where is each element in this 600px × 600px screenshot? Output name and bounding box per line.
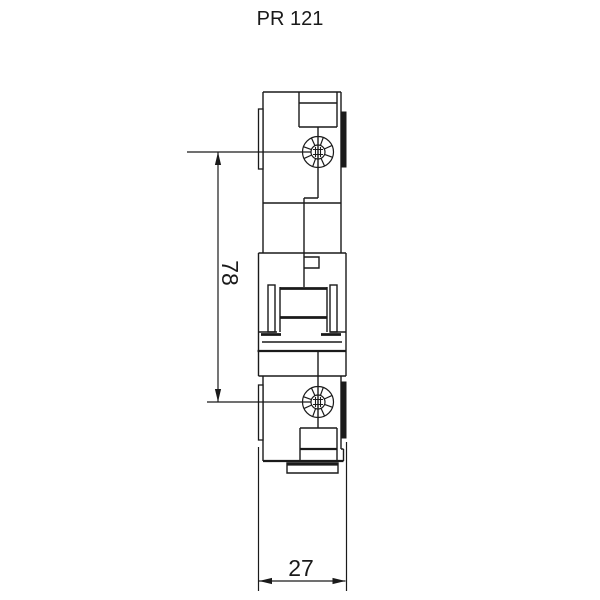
top-terminal-block — [298, 92, 338, 128]
bottom-terminal-block — [299, 427, 338, 461]
mounting-clip-bottom-right — [340, 381, 347, 439]
mounting-clip-bottom-left — [257, 384, 264, 441]
mounting-clip-top-left — [257, 108, 264, 170]
centerline-notch — [304, 256, 320, 269]
dimension-mounting-screw-spacing: 78 — [187, 151, 311, 403]
toggle-handle — [279, 287, 328, 332]
toggle-guard-left — [267, 284, 276, 333]
dimension-device-width: 27 — [257, 442, 348, 591]
dimension-label-78: 78 — [217, 260, 243, 286]
mounting-clip-top-right — [340, 111, 347, 168]
bottom-foot-plate — [286, 462, 339, 474]
drawing-title: PR 121 — [257, 8, 324, 30]
toggle-guard-right — [329, 284, 338, 333]
dimension-label-27: 27 — [288, 555, 314, 581]
